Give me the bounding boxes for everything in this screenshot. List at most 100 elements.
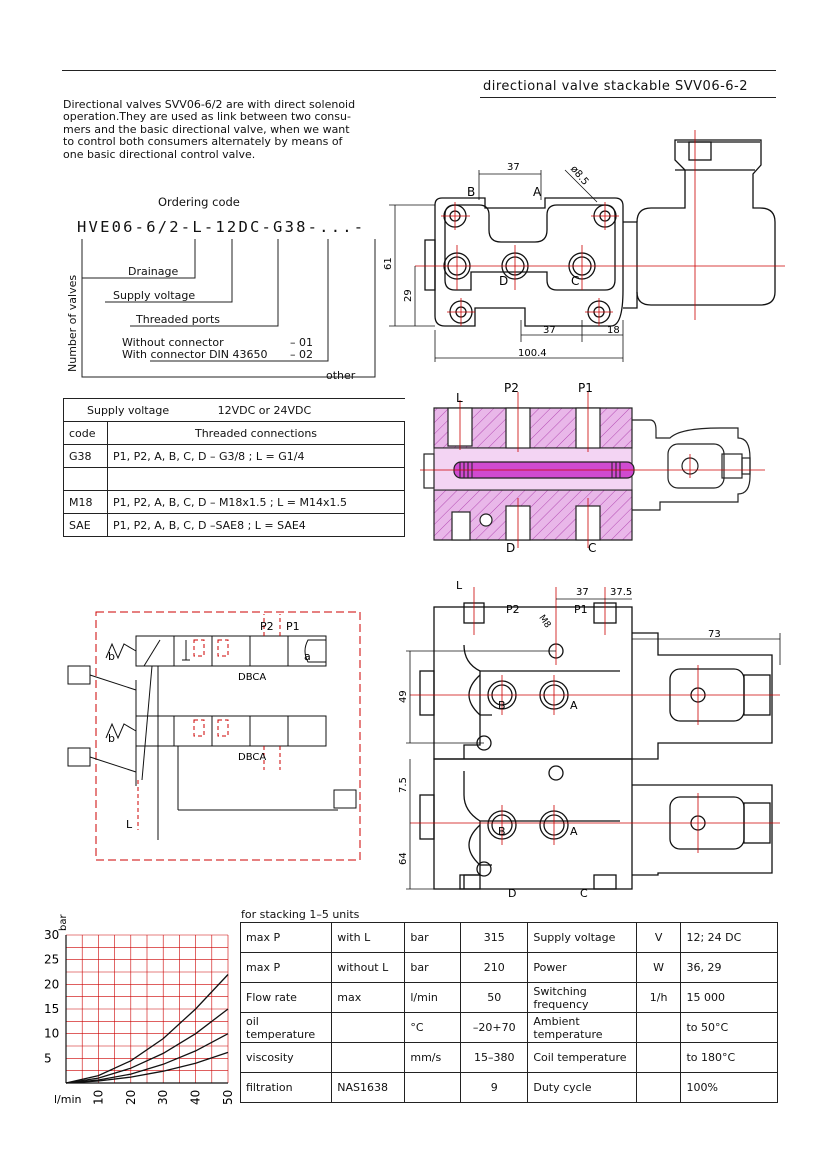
- title-underline: [480, 97, 776, 98]
- stack-dim-49: 49: [398, 690, 409, 703]
- spec-cell: [404, 1072, 462, 1103]
- with-connector-code: – 02: [290, 348, 313, 361]
- stack-dim-64: 64: [398, 852, 409, 865]
- connections-cell: [107, 467, 405, 491]
- y-tick-label: 5: [44, 1051, 52, 1065]
- supply-voltage-cell: Supply voltage: [87, 403, 170, 417]
- port-l-label: L: [456, 391, 463, 405]
- spec-cell: without L: [331, 952, 406, 983]
- spec-cell: 210: [460, 952, 529, 983]
- spec-caption: for stacking 1–5 units: [241, 908, 360, 921]
- spec-cell: oil temperature: [239, 1012, 333, 1043]
- y-axis-label: bar: [58, 914, 69, 931]
- stack-dim-m8: M8: [536, 613, 552, 630]
- with-connector-label: With connector DIN 43650: [122, 348, 268, 361]
- stack-port-c: C: [580, 887, 588, 900]
- x-axis-label: l/min: [54, 1093, 82, 1106]
- table-row: G38 P1, P2, A, B, C, D – G3/8 ; L = G1/4: [63, 444, 405, 468]
- header-rule: [62, 70, 776, 71]
- spec-cell: [331, 1012, 406, 1043]
- port-d-label: D: [506, 541, 515, 555]
- intro-line: mers and the basic directional valve, wh…: [63, 122, 350, 136]
- stack-port-p1: P1: [574, 603, 588, 616]
- without-connector-code: – 01: [290, 336, 313, 349]
- stack-port-l: L: [456, 579, 463, 592]
- schematic-p2-label: P2: [260, 620, 274, 633]
- spec-cell: 15 000: [680, 982, 778, 1013]
- port-a-label: A: [533, 185, 542, 199]
- series-line: [65, 974, 229, 1084]
- schematic-p1-label: P1: [286, 620, 300, 633]
- spec-cell: 15–380: [460, 1042, 529, 1073]
- series-line: [65, 1033, 229, 1084]
- y-tick-label: 10: [44, 1027, 59, 1041]
- table-row: Supply voltage 12VDC or 24VDC: [63, 398, 405, 422]
- spec-cell: V: [635, 922, 682, 953]
- supply-voltage-value: 12VDC or 24VDC: [217, 403, 312, 417]
- y-tick-label: 25: [44, 953, 59, 967]
- page-title: directional valve stackable SVV06-6-2: [483, 79, 749, 94]
- spec-cell: to 180°C: [680, 1042, 778, 1073]
- spec-cell: °C: [404, 1012, 462, 1043]
- spec-cell: 1/h: [635, 982, 682, 1013]
- dim-61: 61: [383, 257, 394, 270]
- schematic-l-label: L: [126, 818, 133, 831]
- port-p2-label: P2: [504, 381, 519, 395]
- spec-cell: 9: [460, 1072, 529, 1103]
- stack-port-p2: P2: [506, 603, 520, 616]
- spec-cell: Duty cycle: [527, 1072, 637, 1103]
- intro-line: Directional valves SVV06-6/2 are with di…: [63, 98, 356, 111]
- spec-cell: 12; 24 DC: [680, 922, 778, 953]
- spec-cell: max: [331, 982, 406, 1013]
- connections-header: Threaded connections: [107, 421, 405, 445]
- table-row: M18 P1, P2, A, B, C, D – M18x1.5 ; L = M…: [63, 490, 405, 514]
- spec-cell: max P: [239, 922, 333, 953]
- spec-cell: NAS1638: [331, 1072, 406, 1103]
- spec-cell: [635, 1072, 682, 1103]
- dim-37: 37: [507, 162, 520, 173]
- spec-cell: to 50°C: [680, 1012, 778, 1043]
- x-tick-label: 40: [189, 1090, 203, 1105]
- series-line: [65, 1051, 229, 1084]
- chart-series: [65, 974, 229, 1084]
- spec-cell: bar: [404, 952, 462, 983]
- y-tick-label: 20: [44, 977, 59, 991]
- port-d-label: D: [499, 274, 508, 288]
- stack-dim-37-5: 37.5: [610, 587, 632, 598]
- spec-cell: filtration: [239, 1072, 333, 1103]
- stack-dim-73: 73: [708, 629, 721, 640]
- port-c-label: C: [588, 541, 596, 555]
- schematic-a-label: a: [304, 650, 311, 663]
- stack-port-d: D: [508, 887, 516, 900]
- schematic-b-label-2: b: [108, 732, 115, 745]
- connections-cell: P1, P2, A, B, C, D – M18x1.5 ; L = M14x1…: [107, 490, 405, 514]
- spec-cell: [635, 1012, 682, 1043]
- schematic-dbca-label-2: DBCA: [238, 752, 266, 763]
- table-row: SAE P1, P2, A, B, C, D –SAE8 ; L = SAE4: [63, 513, 405, 537]
- dim-hole-diameter: ø8.5: [568, 164, 591, 188]
- spec-cell: 315: [460, 922, 529, 953]
- x-tick-label: 20: [124, 1090, 138, 1105]
- threaded-ports-label: Threaded ports: [136, 313, 220, 326]
- spec-cell: [331, 1042, 406, 1073]
- x-tick-label: 50: [221, 1090, 235, 1105]
- y-tick-label: 30: [44, 928, 59, 942]
- chart-grid: [65, 934, 229, 1084]
- spec-cell: 50: [460, 982, 529, 1013]
- intro-line: operation.They are used as link between …: [63, 110, 351, 124]
- table-row: code Threaded connections: [63, 421, 405, 445]
- other-label: other: [326, 369, 356, 382]
- intro-line: to control both consumers alternately by…: [63, 135, 343, 149]
- spec-cell: Supply voltage: [527, 922, 637, 953]
- code-cell: M18: [63, 490, 108, 514]
- dim-100-4: 100.4: [518, 348, 547, 359]
- spec-cell: Switching frequency: [527, 982, 637, 1013]
- spec-cell: mm/s: [404, 1042, 462, 1073]
